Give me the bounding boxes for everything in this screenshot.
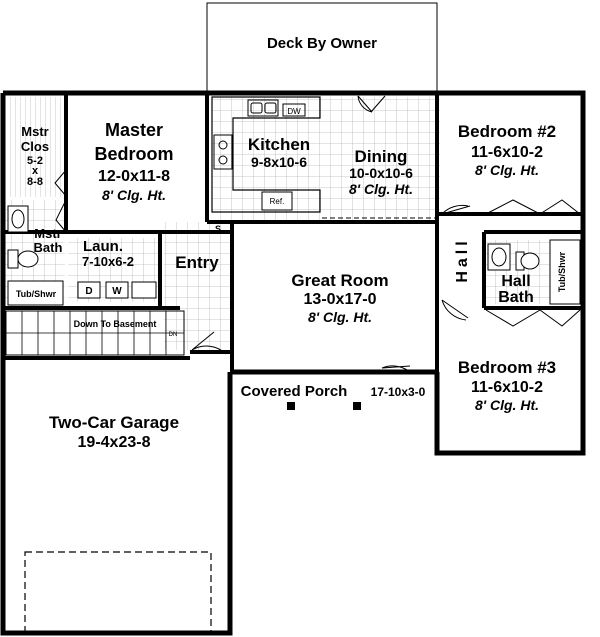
garage-door: [24, 551, 212, 633]
bedroom3-closet-doors: [485, 309, 581, 327]
master-bedroom-dims: 12-0x11-8: [98, 168, 170, 185]
master-closet-line2: Clos: [21, 139, 49, 154]
dishwasher: [282, 103, 306, 117]
hall-label: Hall: [454, 237, 471, 282]
great-room-name: Great Room: [291, 271, 388, 290]
porch-column-left: [287, 402, 295, 410]
master-bedroom-line1: Master: [105, 120, 163, 140]
closet-hatch: [6, 97, 64, 197]
master-bath-door: [55, 199, 67, 233]
bedroom3-dims: 11-6x10-2: [471, 379, 543, 396]
master-tub-label: Tub/Shwr: [16, 289, 57, 299]
dining-name: Dining: [355, 147, 408, 166]
master-bedroom-line2: Bedroom: [94, 144, 173, 164]
porch-column-right: [353, 402, 361, 410]
laundry-dims: 7-10x6-2: [82, 254, 134, 269]
dining-dims: 10-0x10-6: [349, 165, 413, 181]
bedroom2-closet-doors: [485, 199, 581, 215]
master-closet-door: [54, 169, 67, 197]
deck-label: Deck By Owner: [267, 35, 377, 52]
porch-name: Covered Porch: [241, 383, 348, 400]
washer-label: W: [112, 286, 122, 297]
stairs-label: Down To Basement: [74, 319, 157, 329]
kitchen-dims: 9-8x10-6: [251, 154, 307, 170]
laundry-appliances: [77, 281, 157, 299]
laundry-name: Laun.: [83, 238, 123, 255]
master-closet-dim2: x: [32, 165, 39, 177]
master-closet-line1: Mstr: [21, 124, 48, 139]
basement-stairs: [5, 310, 185, 356]
entry-floor: [164, 222, 232, 350]
bedroom2-name: Bedroom #2: [458, 122, 556, 141]
bedroom3-ceiling: 8' Clg. Ht.: [475, 397, 539, 413]
garage-dims: 19-4x23-8: [78, 434, 151, 451]
kitchen-counters: [211, 96, 321, 213]
hall-bath-line1: Hall: [501, 273, 530, 290]
bedroom2-dims: 11-6x10-2: [471, 144, 543, 161]
bedroom3-name: Bedroom #3: [458, 358, 556, 377]
dishwasher-label: DW: [287, 107, 301, 116]
dining-deck-doors: [357, 95, 386, 113]
refrigerator-label: Ref.: [270, 197, 285, 206]
dryer-label: D: [85, 286, 92, 297]
porch-dims: 17-10x3-0: [371, 385, 426, 399]
entry-door: [191, 331, 227, 355]
master-closet-dim3: 8-8: [27, 176, 43, 188]
master-bedroom-ceiling: 8' Clg. Ht.: [102, 187, 166, 203]
great-room-door: [381, 365, 411, 373]
great-room-dims: 13-0x17-0: [304, 291, 377, 308]
entry-s-label: S: [215, 224, 221, 234]
kitchen-sink: [247, 99, 279, 117]
master-closet-dim1: 5-2: [27, 155, 43, 167]
great-room-ceiling: 8' Clg. Ht.: [308, 309, 372, 325]
hall-door-top: [441, 204, 471, 215]
hall-door-bottom: [441, 299, 469, 321]
garage-name: Two-Car Garage: [49, 413, 179, 432]
refrigerator: [261, 191, 293, 211]
hall-bath-fixtures: [487, 239, 581, 305]
master-bath-line2: Bath: [34, 240, 63, 255]
dining-ceiling: 8' Clg. Ht.: [349, 181, 413, 197]
master-bath-fixtures: [7, 205, 64, 306]
hall-bath-line2: Bath: [498, 289, 534, 306]
master-bath-line1: Mstr: [34, 226, 61, 241]
bedroom2-ceiling: 8' Clg. Ht.: [475, 162, 539, 178]
kitchen-name: Kitchen: [248, 135, 310, 154]
stove: [213, 134, 233, 170]
stairs-dn-label: DN: [169, 332, 178, 338]
interior-walls: [3, 93, 583, 453]
entry-name: Entry: [175, 253, 219, 272]
hall-tub-label: Tub/Shwr: [557, 251, 567, 292]
